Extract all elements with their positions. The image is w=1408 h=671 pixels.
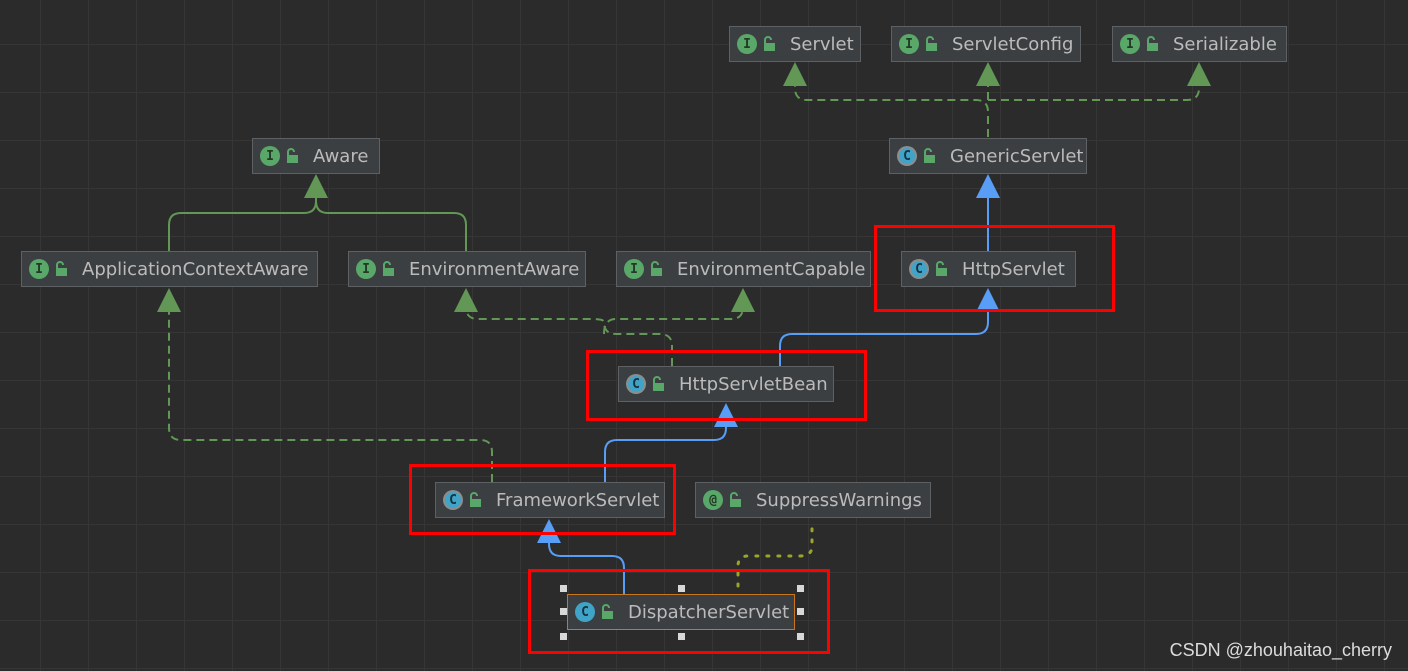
interface-icon: I bbox=[29, 259, 49, 279]
unlocked-icon bbox=[926, 36, 937, 51]
node-label: Servlet bbox=[790, 33, 854, 55]
unlocked-icon bbox=[56, 261, 67, 276]
interface-icon: I bbox=[624, 259, 644, 279]
node-label: HttpServletBean bbox=[679, 373, 828, 395]
unlocked-icon bbox=[383, 261, 394, 276]
edge-dispatcherservlet-suppresswarnings bbox=[736, 520, 814, 588]
resize-handle[interactable] bbox=[678, 585, 685, 592]
edge-frameworkservlet-httpservletbean bbox=[604, 403, 738, 482]
abstract-class-icon: C bbox=[626, 374, 646, 394]
unlocked-icon bbox=[602, 604, 613, 619]
edge-httpservletbean-envcapable bbox=[603, 288, 755, 335]
annotation-icon: @ bbox=[703, 490, 723, 510]
node-label: HttpServlet bbox=[962, 258, 1065, 280]
resize-handle[interactable] bbox=[560, 608, 567, 615]
edge-frameworkservlet-appcontextaware bbox=[157, 288, 493, 482]
node-label: SuppressWarnings bbox=[756, 489, 922, 511]
node-servlet[interactable]: I Servlet bbox=[729, 26, 861, 62]
interface-icon: I bbox=[737, 34, 757, 54]
unlocked-icon bbox=[924, 148, 935, 163]
abstract-class-icon: C bbox=[909, 259, 929, 279]
node-aware[interactable]: I Aware bbox=[252, 138, 380, 174]
edge-envaware-aware bbox=[315, 200, 467, 251]
interface-icon: I bbox=[260, 146, 280, 166]
abstract-class-icon: C bbox=[443, 490, 463, 510]
node-label: ApplicationContextAware bbox=[82, 258, 309, 280]
node-suppresswarnings[interactable]: @ SuppressWarnings bbox=[695, 482, 931, 518]
edge-genericservlet-serializable bbox=[988, 62, 1211, 101]
class-icon: C bbox=[575, 602, 595, 622]
unlocked-icon bbox=[470, 492, 481, 507]
node-label: ServletConfig bbox=[952, 33, 1074, 55]
highlight-box-frameworkservlet bbox=[409, 464, 676, 535]
highlight-box-dispatcherservlet bbox=[528, 569, 830, 654]
node-genericservlet[interactable]: C GenericServlet bbox=[889, 138, 1087, 174]
resize-handle[interactable] bbox=[678, 633, 685, 640]
resize-handle[interactable] bbox=[560, 585, 567, 592]
node-label: Serializable bbox=[1173, 33, 1277, 55]
node-label: EnvironmentCapable bbox=[677, 258, 866, 280]
unlocked-icon bbox=[287, 148, 298, 163]
interface-icon: I bbox=[1120, 34, 1140, 54]
interface-icon: I bbox=[356, 259, 376, 279]
node-label: GenericServlet bbox=[950, 145, 1084, 167]
highlight-box-httpservlet bbox=[874, 225, 1115, 312]
resize-handle[interactable] bbox=[797, 608, 804, 615]
resize-handle[interactable] bbox=[797, 633, 804, 640]
node-serializable[interactable]: I Serializable bbox=[1112, 26, 1287, 62]
node-label: DispatcherServlet bbox=[628, 601, 790, 623]
node-httpservletbean[interactable]: C HttpServletBean bbox=[618, 366, 834, 402]
unlocked-icon bbox=[730, 492, 741, 507]
edge-httpservletbean-httpservlet bbox=[779, 288, 1000, 366]
unlocked-icon bbox=[651, 261, 662, 276]
unlocked-icon bbox=[1147, 36, 1158, 51]
node-httpservlet[interactable]: C HttpServlet bbox=[901, 251, 1076, 287]
highlight-box-httpservletbean bbox=[586, 350, 867, 421]
edge-dispatcherservlet-frameworkservlet bbox=[537, 519, 625, 594]
node-label: Aware bbox=[313, 145, 369, 167]
abstract-class-icon: C bbox=[897, 146, 917, 166]
resize-handle[interactable] bbox=[797, 585, 804, 592]
node-label: EnvironmentAware bbox=[409, 258, 580, 280]
node-frameworkservlet[interactable]: C FrameworkServlet bbox=[435, 482, 665, 518]
node-dispatcherservlet[interactable]: C DispatcherServlet bbox=[567, 594, 795, 630]
watermark: CSDN @zhouhaitao_cherry bbox=[1169, 640, 1392, 660]
resize-handle[interactable] bbox=[560, 633, 567, 640]
edge-genericservlet-servlet bbox=[783, 62, 989, 137]
unlocked-icon bbox=[936, 261, 947, 276]
edge-appcontextaware-aware bbox=[168, 174, 328, 251]
unlocked-icon bbox=[653, 376, 664, 391]
unlocked-icon bbox=[764, 36, 775, 51]
node-environmentaware[interactable]: I EnvironmentAware bbox=[348, 251, 586, 287]
edge-httpservletbean-envaware bbox=[454, 288, 673, 366]
node-servletconfig[interactable]: I ServletConfig bbox=[891, 26, 1081, 62]
node-applicationcontextaware[interactable]: I ApplicationContextAware bbox=[21, 251, 318, 287]
node-environmentcapable[interactable]: I EnvironmentCapable bbox=[616, 251, 871, 287]
node-label: FrameworkServlet bbox=[496, 489, 660, 511]
interface-icon: I bbox=[899, 34, 919, 54]
